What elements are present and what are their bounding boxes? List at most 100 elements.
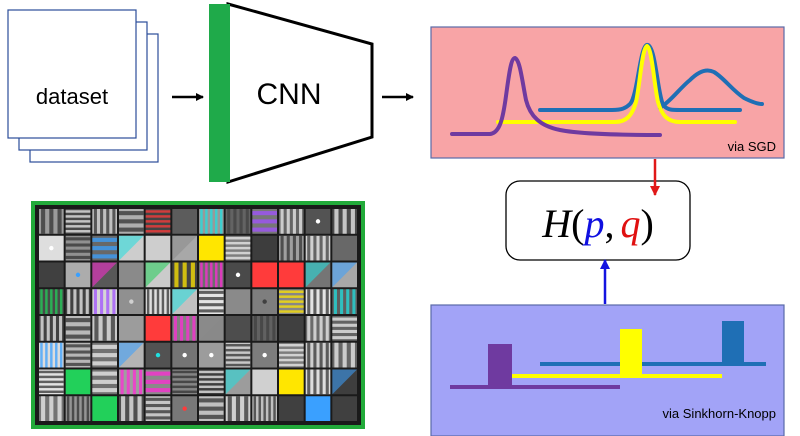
- filter-gradient: [225, 369, 251, 395]
- filter-stripe: [279, 348, 304, 352]
- filter-stripe: [332, 323, 357, 327]
- filter-stripe: [65, 243, 91, 247]
- filter-stripe: [126, 369, 130, 395]
- filter-cell: [172, 342, 197, 368]
- cnn-block: CNN: [209, 2, 374, 185]
- filter-stripe: [102, 316, 107, 341]
- filter-stripe: [279, 295, 304, 298]
- filter-stripe: [145, 215, 171, 218]
- filter-cell-bg: [65, 369, 91, 395]
- filter-cell: [145, 235, 171, 261]
- filter-stripe: [145, 371, 171, 376]
- filter-cell: [119, 342, 144, 368]
- filter-stripe: [39, 370, 64, 374]
- filter-stripe: [172, 390, 197, 394]
- filter-stripe: [319, 369, 323, 395]
- filter-gradient: [172, 235, 197, 261]
- filter-cell: [199, 209, 224, 234]
- filter-stripe: [92, 353, 117, 358]
- filter-stripe: [81, 396, 85, 421]
- filter-stripe: [65, 215, 91, 218]
- filter-stripe: [272, 316, 276, 341]
- filter-stripe: [106, 289, 110, 314]
- filter-stripe: [92, 388, 117, 393]
- filter-stripe: [145, 220, 171, 223]
- filter-stripe: [93, 209, 97, 234]
- filter-stripe: [145, 403, 171, 408]
- filter-cell: [119, 316, 144, 341]
- filter-stripe: [110, 316, 115, 341]
- filter-stripe: [199, 290, 224, 294]
- filter-stripe: [65, 237, 91, 241]
- filter-stripe: [145, 416, 171, 420]
- filter-stripe: [139, 369, 143, 395]
- filter-stripe: [180, 316, 184, 341]
- filter-stripe: [39, 375, 64, 379]
- filter-gradient: [119, 235, 144, 261]
- filter-stripe: [67, 289, 71, 314]
- filter-stripe: [199, 370, 224, 374]
- loss-formula: H(p,q): [541, 201, 654, 246]
- filter-cell: [172, 396, 197, 421]
- filter-stripe: [199, 296, 224, 301]
- filter-gradient: [332, 369, 357, 395]
- loss-p: p: [581, 201, 604, 246]
- filter-stripe: [342, 209, 347, 234]
- filter-stripe: [92, 237, 117, 242]
- filter-cell: [39, 262, 64, 288]
- filter-dot: [155, 352, 161, 358]
- filter-stripe: [41, 396, 46, 421]
- filter-cell: [145, 396, 171, 421]
- filter-gradient: [119, 342, 144, 368]
- filter-stripe: [225, 256, 251, 260]
- filter-cell: [39, 316, 64, 341]
- filter-cell-bg: [225, 316, 251, 341]
- filter-cell: [279, 289, 304, 314]
- filter-cell: [252, 289, 277, 314]
- filter-stripe: [73, 289, 77, 314]
- filter-stripe: [71, 396, 75, 421]
- filter-cell: [65, 316, 91, 341]
- filter-stripe: [205, 209, 208, 234]
- filter-stripe: [313, 369, 317, 395]
- filter-stripe: [253, 316, 257, 341]
- dataset-card-front: [7, 9, 137, 139]
- filter-stripe: [92, 371, 117, 376]
- filter-stripe: [45, 342, 48, 368]
- dataset-label: dataset: [36, 84, 108, 109]
- filter-cell: [199, 289, 224, 314]
- filter-cell: [145, 369, 171, 395]
- filter-cell: [199, 369, 224, 395]
- filter-stripe: [145, 379, 171, 384]
- loss-q: q: [620, 201, 640, 246]
- filter-cell: [65, 396, 91, 421]
- filter-stripe: [65, 210, 91, 213]
- filter-cell: [225, 316, 251, 341]
- filter-cell: [199, 316, 224, 341]
- filter-stripe: [145, 210, 171, 213]
- filter-cell: [65, 235, 91, 261]
- filter-stripe: [65, 225, 91, 228]
- filter-grid: [31, 201, 365, 429]
- filter-cell: [65, 209, 91, 234]
- filter-stripe: [199, 406, 224, 411]
- filter-gradient: [199, 316, 224, 341]
- filter-stripe: [325, 289, 329, 314]
- filter-dot: [235, 272, 241, 278]
- filter-stripe: [225, 236, 251, 240]
- cnn-label: CNN: [257, 78, 322, 111]
- filter-stripe: [172, 375, 197, 379]
- filter-gradient: [332, 262, 357, 288]
- filter-cell: [145, 289, 171, 314]
- filter-stripe: [219, 262, 223, 288]
- filter-stripe: [239, 209, 243, 234]
- filter-cell: [252, 209, 277, 234]
- filter-stripe: [50, 289, 53, 314]
- filter-cell: [332, 235, 357, 261]
- filter-cell-bg: [279, 369, 304, 395]
- filter-stripe: [57, 396, 62, 421]
- filter-stripe: [199, 375, 224, 379]
- filter-stripe: [65, 255, 91, 259]
- filter-stripe: [94, 316, 99, 341]
- filter-stripe: [334, 342, 339, 368]
